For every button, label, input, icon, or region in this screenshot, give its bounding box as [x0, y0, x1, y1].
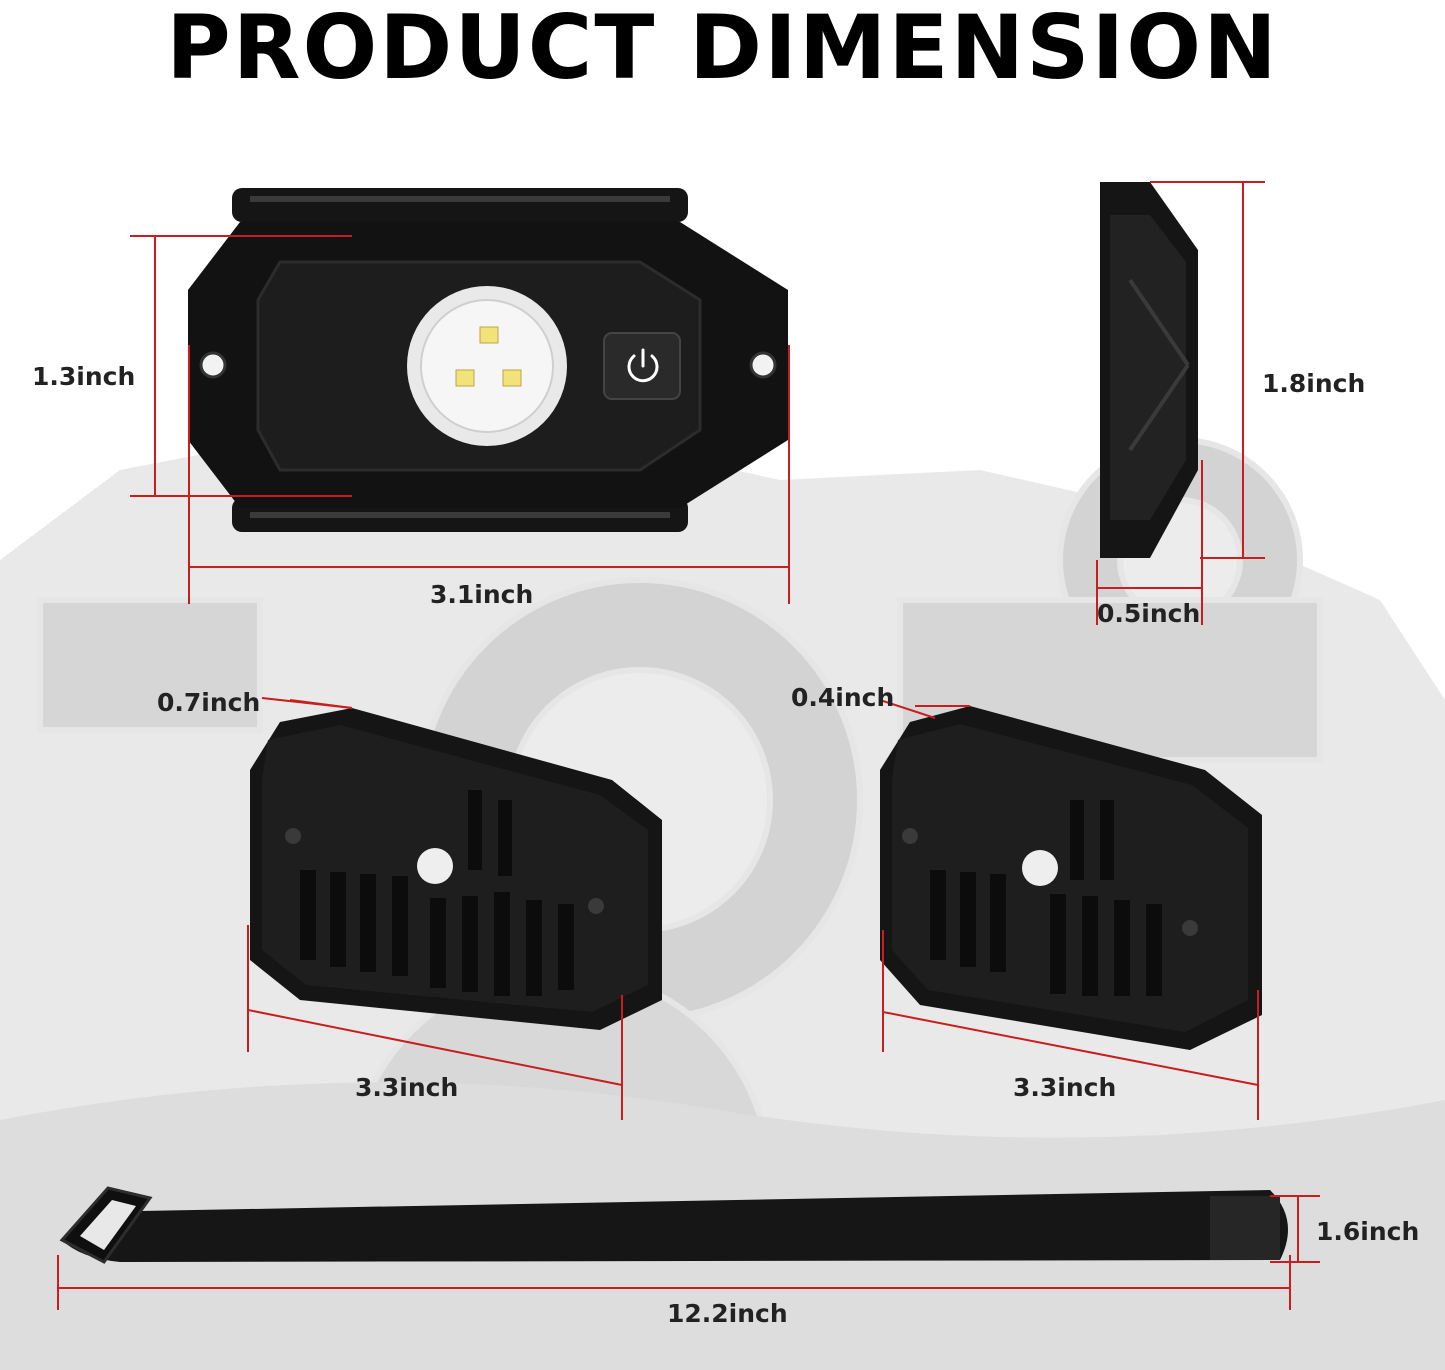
- dimension-light-width: 3.1inch: [430, 580, 534, 609]
- dimension-lines: [57, 181, 1320, 1310]
- bracket-right: [880, 706, 1262, 1050]
- dimension-side-depth: 0.5inch: [1097, 599, 1201, 628]
- led-lens: [407, 286, 567, 446]
- led-chip: [455, 326, 522, 387]
- power-button[interactable]: [603, 332, 681, 400]
- dimension-strap-width: 1.6inch: [1316, 1217, 1420, 1246]
- power-icon: [627, 348, 659, 383]
- dimension-strap-length: 12.2inch: [667, 1299, 788, 1328]
- dimension-bracket-left-depth: 0.7inch: [157, 688, 261, 717]
- dimension-light-height: 1.3inch: [32, 362, 136, 391]
- bracket-left: [250, 708, 662, 1030]
- dimension-side-height: 1.8inch: [1262, 369, 1366, 398]
- dimension-bracket-left-length: 3.3inch: [355, 1073, 459, 1102]
- rock-light-side: [1100, 182, 1198, 558]
- page-title: PRODUCT DIMENSION: [166, 0, 1279, 99]
- velcro-strap: [59, 1186, 1288, 1264]
- dimension-bracket-right-depth: 0.4inch: [791, 683, 895, 712]
- dimension-bracket-right-length: 3.3inch: [1013, 1073, 1117, 1102]
